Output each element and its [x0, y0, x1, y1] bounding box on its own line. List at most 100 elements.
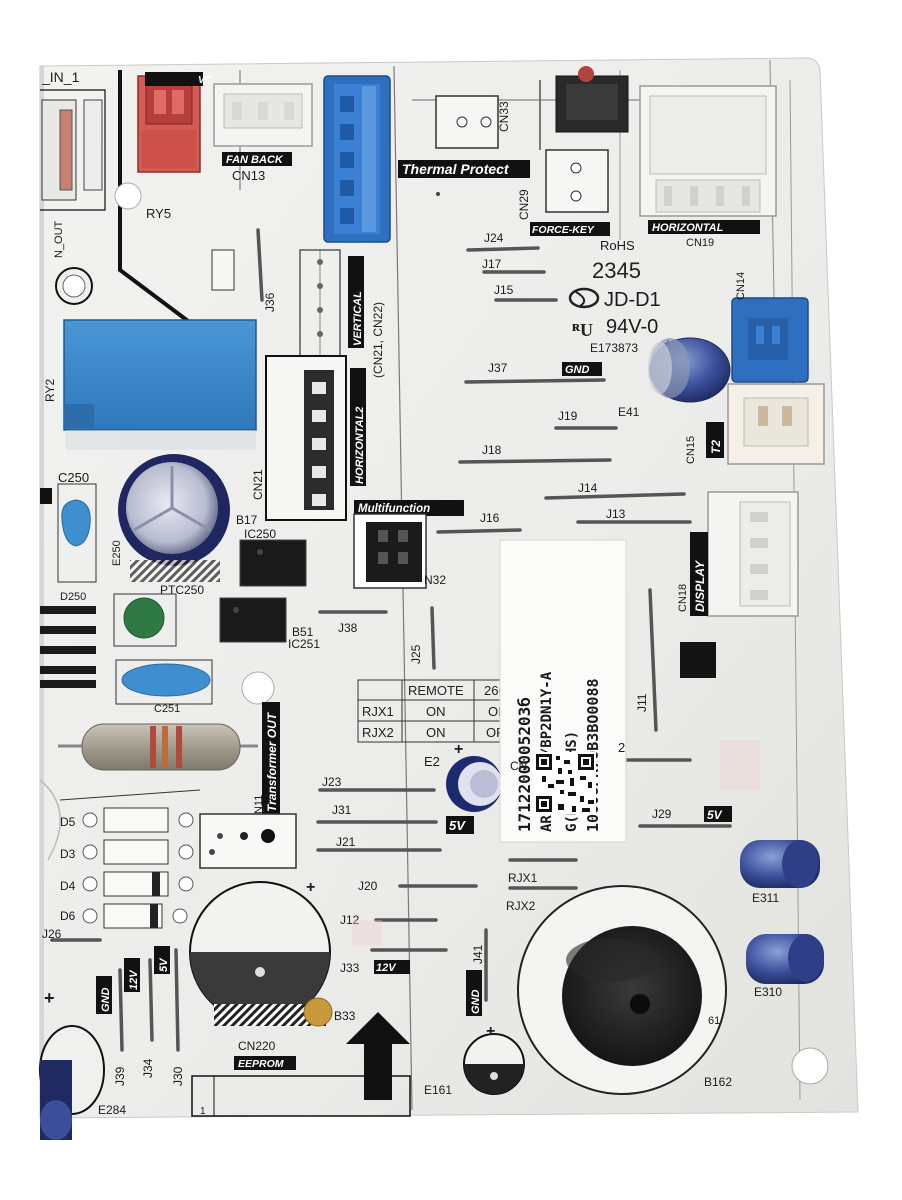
ac-hint-label: VC — [198, 75, 213, 86]
b162-buzzer — [517, 885, 727, 1095]
b162-label: B162 — [704, 1075, 732, 1089]
multi-function-label: Multifunction — [358, 503, 430, 515]
ic250-chip — [239, 539, 307, 587]
direction-arrow-icon — [346, 1012, 410, 1100]
c251-capacitor — [121, 663, 211, 697]
rating-label: 94V-0 — [606, 316, 658, 338]
horizontal-top-label: HORIZONTAL — [652, 222, 724, 234]
e310-capacitor — [746, 934, 824, 984]
e161-label: E161 — [424, 1083, 452, 1097]
vertical-label: VERTICAL — [352, 291, 364, 346]
e284-label: E284 — [98, 1103, 126, 1117]
j36-label: J36 — [263, 292, 277, 312]
j18-label: J18 — [482, 443, 502, 457]
rohs-label: RoHS — [600, 238, 635, 253]
e250-capacitor — [118, 454, 230, 582]
cn21-cn22-label: (CN21, CN22) — [371, 302, 385, 378]
e41-capacitor — [648, 337, 731, 403]
qr-code-icon — [534, 752, 596, 814]
n-out-ring — [55, 267, 93, 305]
cn13-connector — [213, 83, 313, 147]
e161-component — [463, 1033, 525, 1095]
date-code: 2345 — [592, 258, 641, 283]
e311-capacitor — [740, 840, 820, 888]
j33-label: J33 — [340, 961, 360, 975]
svg-text:+: + — [306, 879, 315, 896]
blue-vertical-connector — [323, 75, 391, 243]
e250-label: E250 — [111, 540, 123, 566]
d61-label: 61 — [708, 1015, 720, 1027]
cn21-label: CN21 — [251, 469, 265, 500]
b51-label: B51 — [292, 625, 314, 639]
product-sticker: 1712200005203б AR-KFR53G/BP2DN1Y-A G(B1)… — [499, 539, 627, 843]
d6-label: D6 — [60, 909, 76, 923]
j25-label: J25 — [409, 644, 423, 664]
c250-label: C250 — [58, 470, 89, 485]
mount-hole-1 — [114, 182, 142, 210]
c251-label: C251 — [154, 703, 180, 715]
power-resistor — [58, 723, 258, 771]
svg-text:+: + — [454, 741, 463, 758]
cn19-label: CN19 — [686, 237, 714, 249]
ic250-label: IC250 — [244, 527, 276, 541]
cn220-label: CN220 — [238, 1039, 276, 1053]
jumper-wires-right — [50, 228, 732, 1052]
e2-capacitor — [446, 756, 502, 812]
e284-capacitor — [39, 1025, 105, 1140]
eeprom-label: EEPROM — [238, 1058, 284, 1070]
v5-rail-a: 5V — [707, 808, 723, 822]
fan-in-label: _IN_1 — [41, 69, 80, 85]
n-out-label: N_OUT — [53, 220, 65, 258]
rjx1-label: RJX1 — [508, 871, 538, 885]
transformer-out-label: Transformer OUT — [265, 711, 279, 812]
cn14-connector — [731, 297, 809, 383]
d4-label: D4 — [60, 879, 76, 893]
d5-label: D5 — [60, 815, 76, 829]
red-connector — [137, 75, 201, 173]
svg-text:ᴿU: ᴿU — [572, 320, 593, 340]
cn18-label: CN18 — [677, 584, 689, 612]
ptc250-thermistor — [123, 597, 165, 639]
ic251-chip — [219, 597, 287, 643]
cn21-connector — [265, 355, 347, 521]
cn33-label: CN33 — [497, 101, 511, 132]
pin1-label: 1 — [200, 1106, 206, 1117]
b33-label: B33 — [334, 1009, 356, 1023]
cn220-component — [189, 881, 331, 1026]
board-shadow-left — [40, 66, 44, 1126]
v12-rail-b: 12V — [128, 969, 140, 990]
j31-label: J31 — [332, 803, 352, 817]
cn15-connector — [727, 383, 825, 465]
e310-label: E310 — [754, 985, 782, 999]
b33-part — [303, 997, 333, 1027]
v5-rail-c: 5V — [158, 957, 170, 972]
cn15-label: CN15 — [685, 436, 697, 464]
v12-rail-a: 12V — [376, 962, 397, 974]
mount-hole-3 — [791, 1047, 829, 1085]
fan-back-label: FAN BACK — [226, 154, 284, 166]
cn18-connector — [707, 491, 799, 617]
b17-label: B17 — [236, 513, 258, 527]
j19-label: J19 — [558, 409, 578, 423]
j17-label: J17 — [482, 257, 502, 271]
heatsink-pins — [40, 606, 96, 688]
maker-logo-icon — [568, 287, 600, 309]
svg-text:+: + — [486, 1023, 495, 1040]
mount-hole-2 — [241, 671, 275, 705]
gnd-rail-2: GND — [470, 990, 482, 1015]
j23-label: J23 — [322, 775, 342, 789]
ul-file-label: E173873 — [590, 341, 638, 355]
ptc250-label: PTC250 — [160, 583, 204, 597]
gnd-rail-1: GND — [565, 364, 590, 376]
gnd-rail-3: GND — [100, 988, 112, 1013]
cn19-connector — [639, 85, 777, 217]
d250-label: D250 — [60, 591, 86, 603]
j20-label: J20 — [358, 879, 378, 893]
j24-label: J24 — [484, 231, 504, 245]
svg-text:+: + — [44, 988, 55, 1008]
v5-rail-b: 5V — [449, 818, 466, 833]
cn32-label: N32 — [424, 573, 446, 587]
table-row-2-remote: ON — [426, 725, 446, 740]
sticker-line-1: 1712200005203б — [515, 697, 534, 832]
